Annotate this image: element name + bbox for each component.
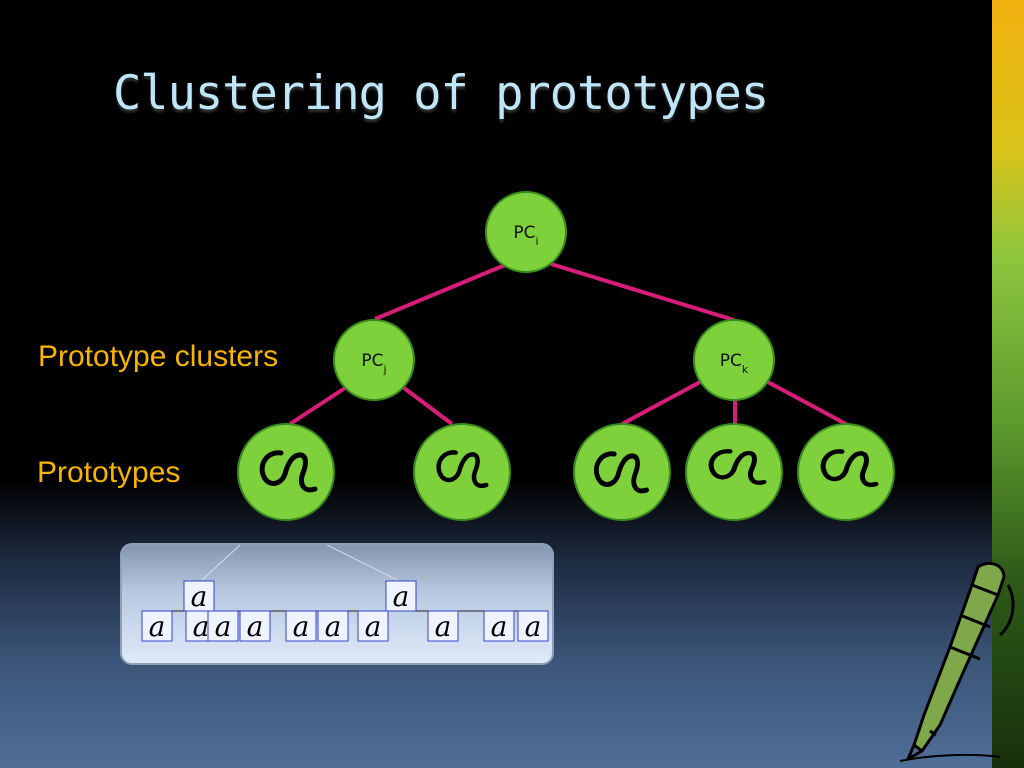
fountain-pen-icon bbox=[900, 561, 1015, 762]
svg-text:PCj: PCj bbox=[361, 351, 386, 376]
node-pcj: PCj bbox=[333, 319, 415, 401]
child-glyph-box-9: a bbox=[483, 610, 515, 643]
svg-text:a: a bbox=[193, 610, 210, 643]
child-glyph-box-5: a bbox=[285, 610, 317, 643]
edge-pci-pck bbox=[550, 262, 735, 322]
svg-text:a: a bbox=[435, 610, 452, 643]
node-pck-sub: k bbox=[742, 363, 749, 376]
prototype-node-2 bbox=[413, 423, 511, 521]
child-glyph-box-7: a bbox=[357, 610, 389, 643]
prototype-node-4 bbox=[685, 423, 783, 521]
edge-pcj-proto2 bbox=[402, 386, 454, 426]
prototype-node-1 bbox=[237, 423, 335, 521]
child-glyph-box-6: a bbox=[317, 610, 349, 643]
child-glyph-box-3: a bbox=[207, 610, 239, 643]
svg-text:a: a bbox=[215, 610, 232, 643]
node-pci-base: PC bbox=[513, 223, 535, 243]
prototype-node-3 bbox=[573, 423, 671, 521]
node-pcj-sub: j bbox=[383, 363, 387, 376]
svg-text:PCi: PCi bbox=[513, 223, 538, 248]
parent-glyph-box-2: a bbox=[385, 580, 417, 613]
accent-sidebar bbox=[992, 0, 1024, 768]
node-pck: PCk bbox=[693, 319, 775, 401]
svg-text:a: a bbox=[491, 610, 508, 643]
child-glyph-box-1: a bbox=[141, 610, 173, 643]
prototype-clusters-label: Prototype clusters bbox=[38, 340, 279, 373]
node-pck-base: PC bbox=[720, 351, 742, 371]
svg-text:a: a bbox=[525, 610, 542, 643]
node-pcj-base: PC bbox=[361, 351, 383, 371]
edge-pck-proto3 bbox=[621, 379, 703, 426]
node-pci: PCi bbox=[485, 191, 567, 273]
svg-text:a: a bbox=[191, 580, 208, 613]
edge-pcj-proto1 bbox=[288, 386, 347, 426]
parent-glyph-box-1: a bbox=[183, 580, 215, 613]
svg-text:a: a bbox=[293, 610, 310, 643]
child-glyph-box-4: a bbox=[239, 610, 271, 643]
edge-pci-pcj bbox=[374, 263, 506, 321]
edge-pck-proto5 bbox=[765, 379, 847, 426]
prototypes-label: Prototypes bbox=[37, 456, 181, 489]
child-glyph-box-8: a bbox=[427, 610, 459, 643]
prototype-node-5 bbox=[797, 423, 895, 521]
svg-text:a: a bbox=[325, 610, 342, 643]
svg-text:a: a bbox=[365, 610, 382, 643]
svg-text:a: a bbox=[393, 580, 410, 613]
svg-text:a: a bbox=[247, 610, 264, 643]
child-glyph-box-10: a bbox=[517, 610, 549, 643]
svg-text:a: a bbox=[149, 610, 166, 643]
node-pci-sub: i bbox=[536, 235, 539, 248]
svg-text:PCk: PCk bbox=[720, 351, 749, 376]
slide-title: Clustering of prototypes bbox=[113, 66, 769, 121]
